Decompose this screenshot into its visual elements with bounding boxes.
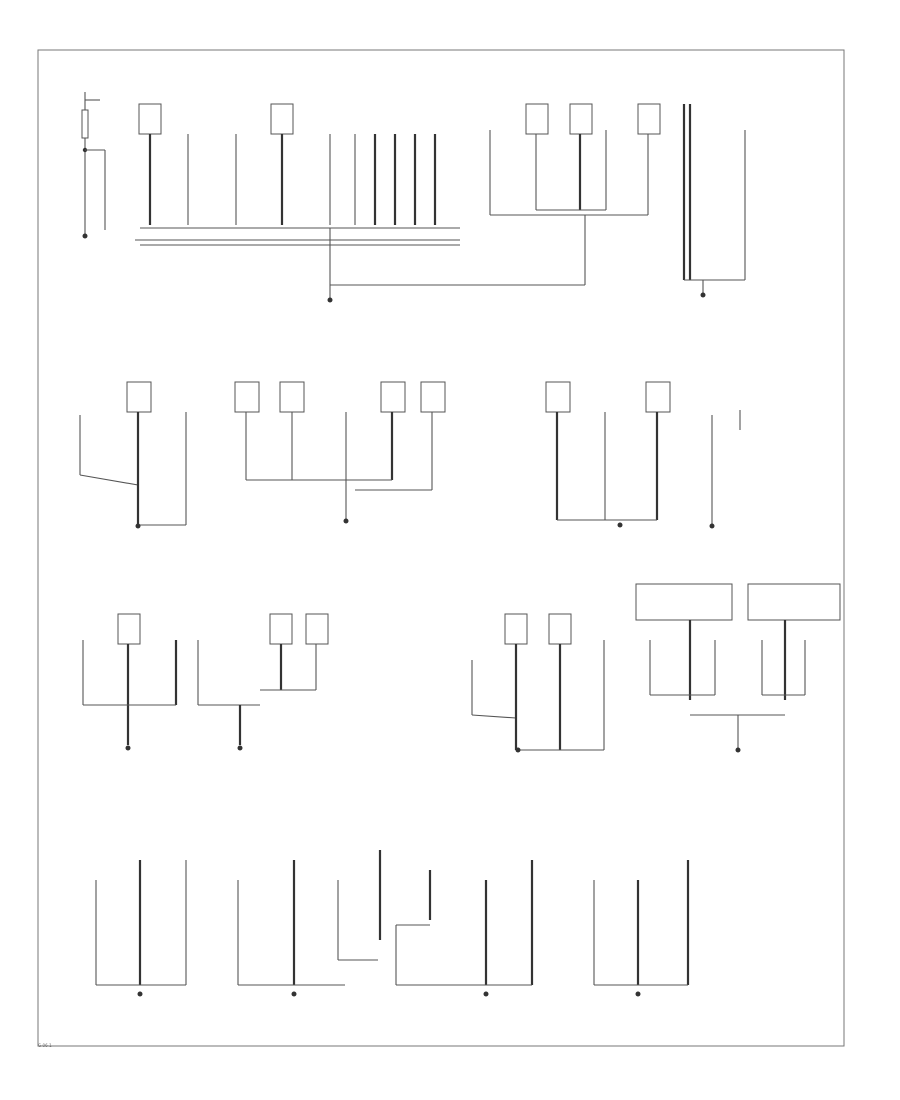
component-box-left-module bbox=[635, 583, 733, 621]
component-box bbox=[305, 613, 329, 645]
ground-point-row3-far-right bbox=[735, 747, 741, 753]
diagram-code: G-06-1 bbox=[38, 1043, 52, 1048]
ground-point-row3-center bbox=[237, 745, 243, 751]
ground-point-row4-1 bbox=[137, 991, 143, 997]
component-box bbox=[270, 103, 294, 135]
row-2-group bbox=[79, 381, 741, 529]
component-box bbox=[126, 381, 152, 413]
component-box bbox=[234, 381, 260, 413]
ground-point-row4-2 bbox=[291, 991, 297, 997]
row-1-group bbox=[81, 92, 746, 303]
component-box bbox=[504, 613, 528, 645]
component-box bbox=[548, 613, 572, 645]
component-box bbox=[637, 103, 661, 135]
component-box-right-module bbox=[747, 583, 841, 621]
component-box bbox=[269, 613, 293, 645]
row-3-group bbox=[82, 583, 841, 753]
ground-point-row2-center bbox=[343, 518, 349, 524]
ground-point-row4-3 bbox=[483, 991, 489, 997]
ground-point-row2-far-right bbox=[709, 523, 715, 529]
row-4-group bbox=[95, 850, 690, 997]
component-box bbox=[138, 103, 162, 135]
ground-point-row2-left bbox=[135, 523, 141, 529]
battery-fuse bbox=[81, 109, 89, 139]
ground-point-row3-left bbox=[125, 745, 131, 751]
ground-point-row4-4 bbox=[635, 991, 641, 997]
component-box bbox=[117, 613, 141, 645]
component-box bbox=[645, 381, 671, 413]
component-box bbox=[420, 381, 446, 413]
ground-point-row2-right bbox=[617, 522, 623, 528]
ground-point-row1-right bbox=[700, 292, 706, 298]
component-box bbox=[279, 381, 305, 413]
ground-point-row1-center bbox=[327, 297, 333, 303]
component-box bbox=[569, 103, 593, 135]
component-box bbox=[380, 381, 406, 413]
ground-point-row3-right bbox=[515, 747, 521, 753]
ground-point-battery bbox=[82, 233, 88, 239]
diagram-frame bbox=[37, 49, 845, 1047]
component-box bbox=[545, 381, 571, 413]
component-box bbox=[525, 103, 549, 135]
